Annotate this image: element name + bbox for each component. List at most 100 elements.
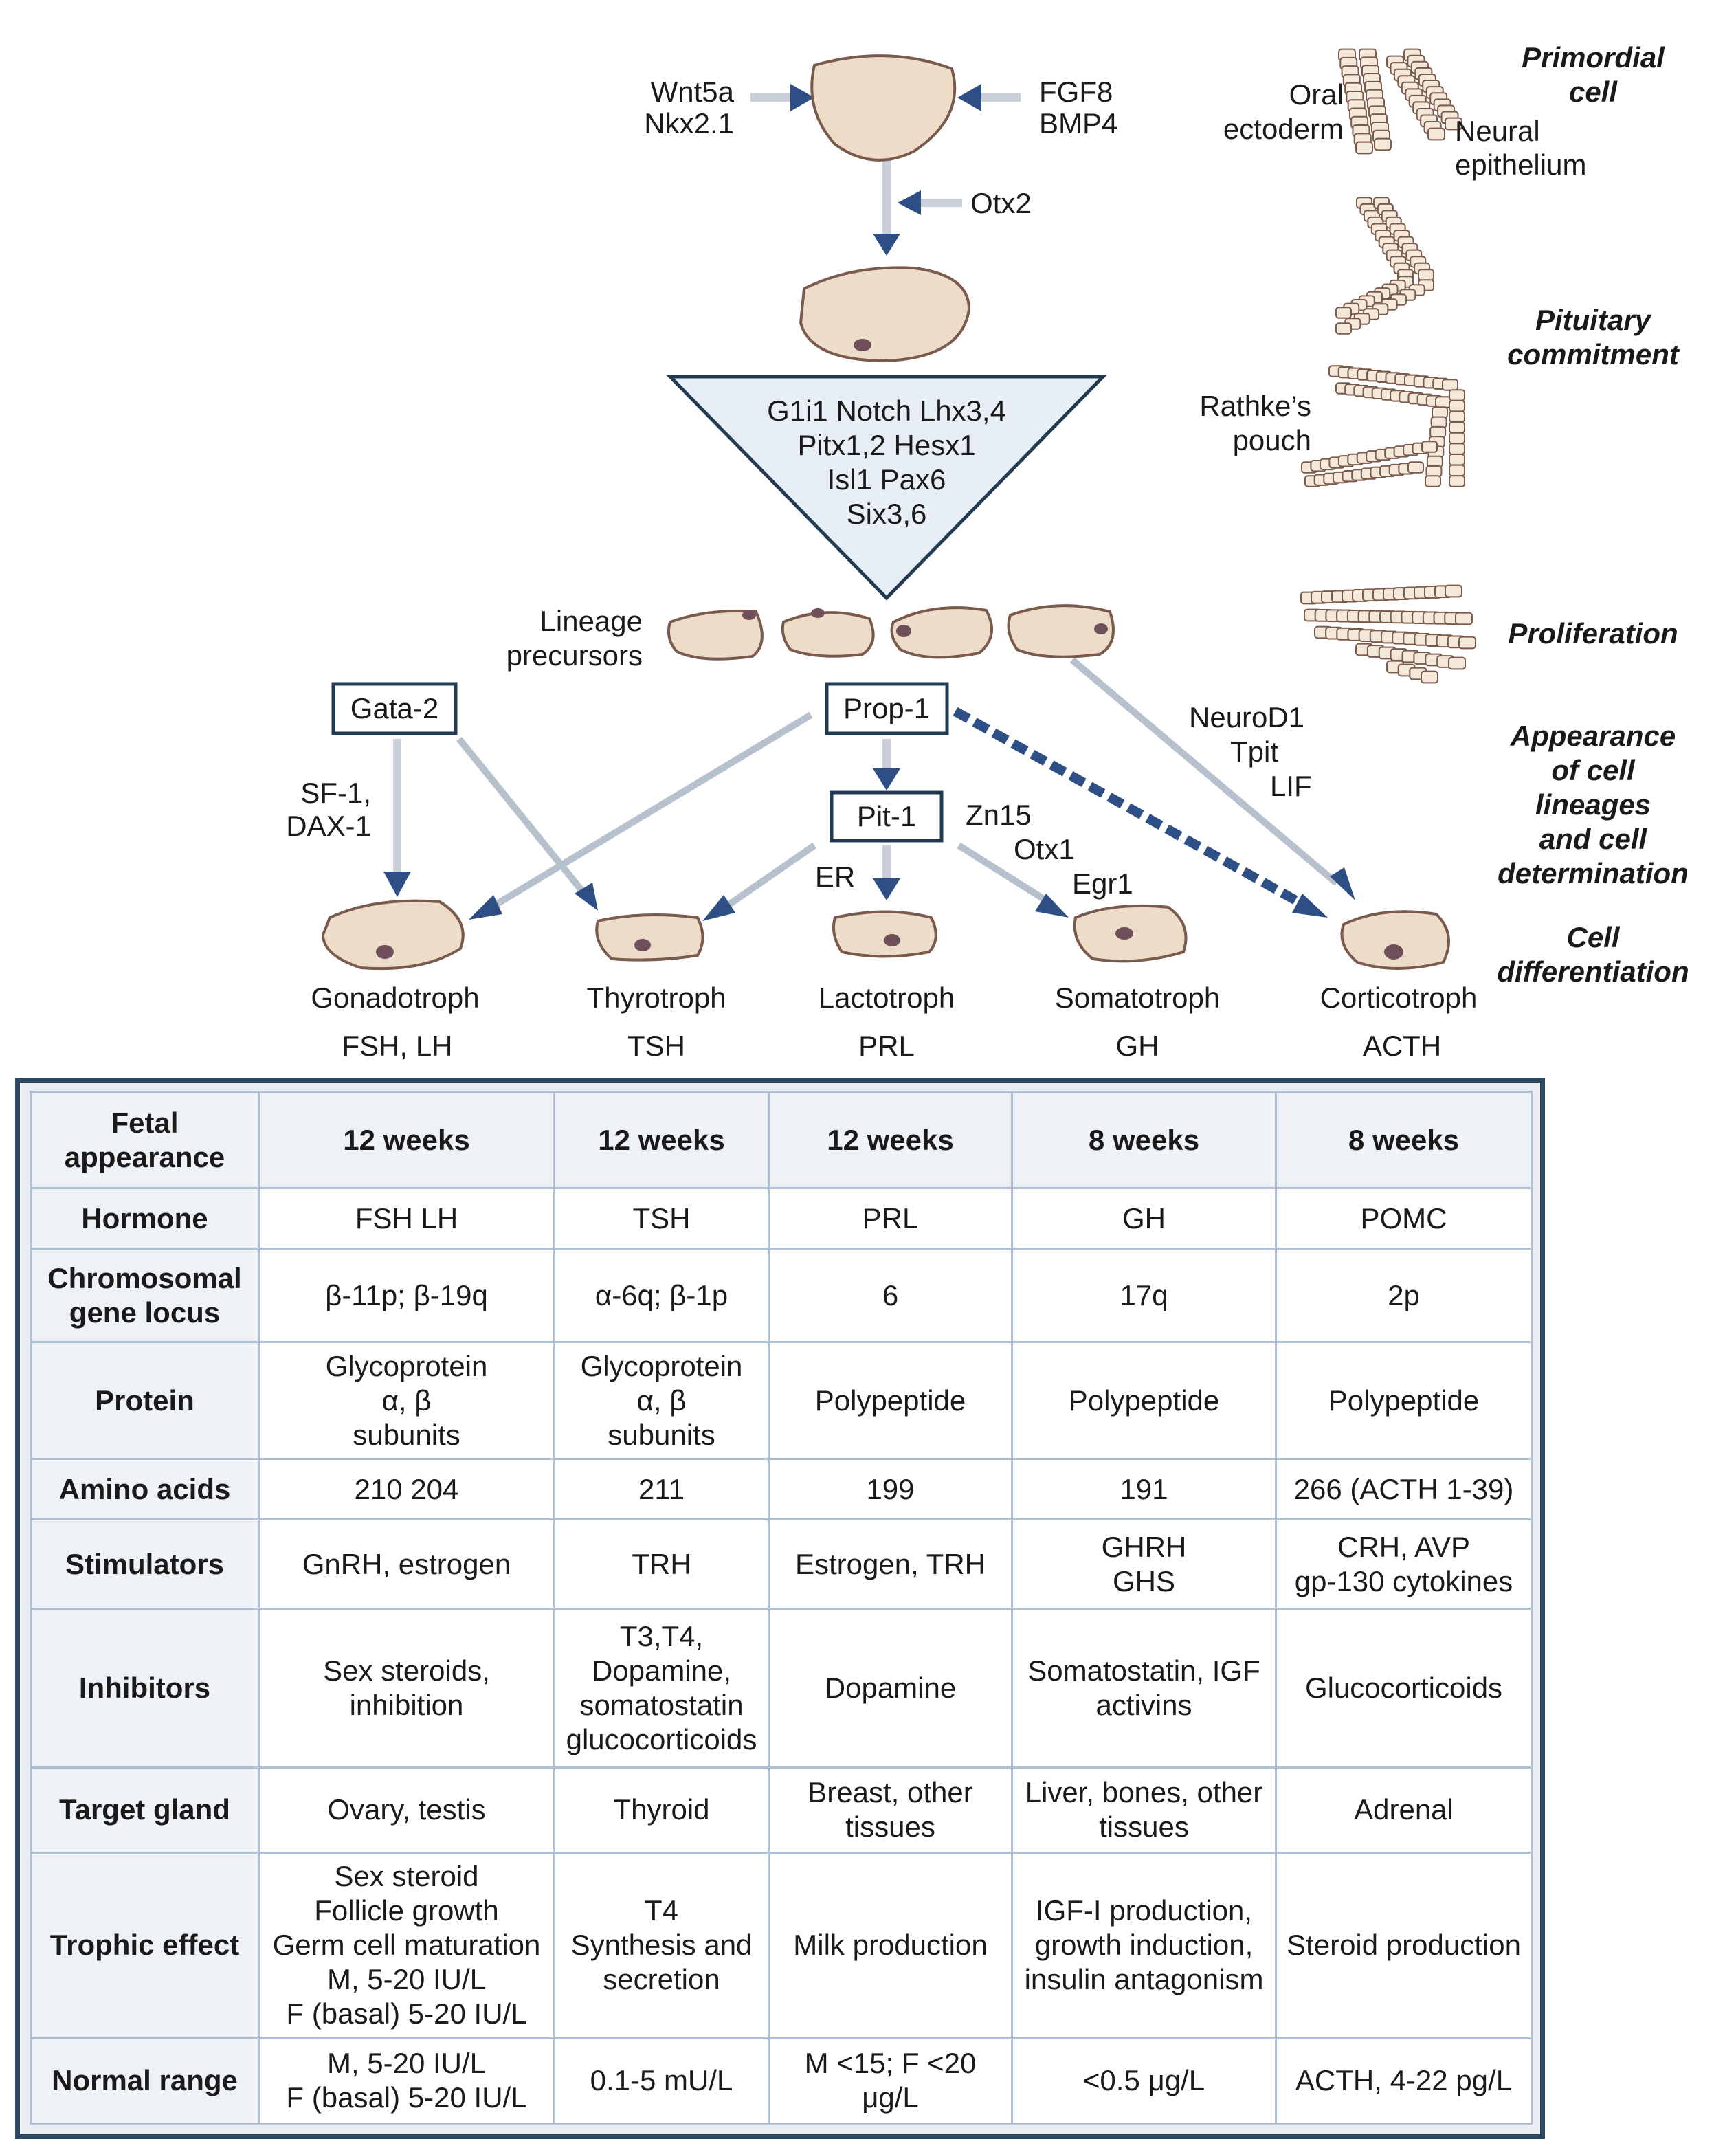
thyrotroph-hormone: TSH (627, 1030, 685, 1062)
arrow-pit1-thyro-head (702, 895, 735, 921)
table-cell: Glycoprotein α, β subunits (258, 1341, 555, 1461)
oral-neural-tissue-illustration (1338, 48, 1462, 155)
arrow-prop1-cortico-head (1292, 894, 1328, 918)
lif-label: LIF (1270, 770, 1312, 802)
arrow-prop1-pit1-head (873, 768, 900, 790)
pituitary-cell-table-frame: Fetal appearance 12 weeks 12 weeks 12 we… (15, 1078, 1545, 2139)
rathke-pouch-label-1: Rathke’s (1199, 390, 1311, 422)
proliferation-tissue-illustration (1300, 584, 1476, 684)
table-cell: α-6q; β-1p (553, 1248, 770, 1344)
arrow-gata2-gonado-head (383, 872, 411, 897)
table-cell: 211 (553, 1458, 770, 1521)
stage-lineage-2: of cell (1551, 754, 1636, 786)
header-col-thyrotroph: 12 weeks (553, 1091, 770, 1189)
table-cell: Liver, bones, other tissues (1011, 1766, 1277, 1854)
table-cell: TSH (553, 1186, 770, 1250)
arrow-primordial-down-head (873, 234, 900, 256)
somatotroph-hormone: GH (1116, 1030, 1159, 1062)
committed-cell (799, 266, 971, 363)
row-header: Trophic effect (30, 1851, 260, 2039)
table-cell: 266 (ACTH 1-39) (1275, 1458, 1533, 1521)
table-header-row: Fetal appearance 12 weeks 12 weeks 12 we… (30, 1091, 1533, 1189)
arrow-prop1-to-gonadotroph (489, 711, 813, 911)
row-header: Normal range (30, 2037, 260, 2125)
header-col-corticotroph: 8 weeks (1275, 1091, 1533, 1189)
arrow-gata2-to-thyrotroph (456, 736, 587, 896)
table-cell: Steroid production (1275, 1851, 1533, 2039)
lineage-precursor-cell-4 (1007, 604, 1115, 658)
stage-commitment-2: commitment (1507, 338, 1680, 370)
neural-epithelium-label-1: Neural (1455, 115, 1540, 147)
table-cell: Dopamine (768, 1608, 1013, 1769)
table-cell: POMC (1275, 1186, 1533, 1250)
arrow-gata2-thyro-head (575, 883, 598, 911)
table-cell: 17q (1011, 1248, 1277, 1344)
pituitary-commitment-tissue-illustration (1335, 197, 1434, 335)
arrow-precursor-to-corticotroph (1069, 657, 1339, 886)
neural-epithelium-label-2: epithelium (1455, 148, 1586, 181)
sf1-label: SF-1, (300, 777, 371, 809)
lineage-precursor-cell-3 (890, 606, 993, 659)
central-cells (321, 54, 1450, 971)
rathke-pouch-label-2: pouch (1233, 424, 1311, 456)
table-cell: Milk production (768, 1851, 1013, 2039)
bmp4-label: BMP4 (1039, 107, 1117, 140)
table-cell: 191 (1011, 1458, 1277, 1521)
triangle-line-4: Six3,6 (847, 498, 927, 530)
table-cell: 2p (1275, 1248, 1533, 1344)
arrow-otx2-head (898, 190, 921, 215)
pituitary-cell-table: Fetal appearance 12 weeks 12 weeks 12 we… (30, 1091, 1533, 2125)
prop1-box: Prop-1 (825, 682, 949, 735)
stage-primordial-2: cell (1569, 76, 1618, 108)
somatotroph-label: Somatotroph (1055, 982, 1220, 1014)
table-cell: Estrogen, TRH (768, 1518, 1013, 1610)
table-cell: 0.1-5 mU/L (553, 2037, 770, 2125)
table-cell: Glucocorticoids (1275, 1608, 1533, 1769)
row-header: Protein (30, 1341, 260, 1461)
table-cell: 6 (768, 1248, 1013, 1344)
triangle-line-3: Isl1 Pax6 (827, 463, 946, 496)
arrow-prop1-gonado-head (469, 895, 502, 920)
somatotroph-cell (1073, 904, 1188, 963)
table-cell: TRH (553, 1518, 770, 1610)
table-cell: Adrenal (1275, 1766, 1533, 1854)
stage-lineage-5: determination (1498, 857, 1689, 889)
row-header: Amino acids (30, 1458, 260, 1521)
gata2-label: Gata-2 (350, 692, 438, 724)
corticotroph-label: Corticotroph (1320, 982, 1478, 1014)
table-cell: PRL (768, 1186, 1013, 1250)
arrow-wnt-head (790, 84, 814, 111)
arrow-prop1-to-corticotroph (953, 707, 1309, 911)
arrow-pit1-somato-head (1035, 894, 1069, 918)
prop1-label: Prop-1 (843, 692, 930, 724)
corticotroph-cell (1340, 910, 1450, 970)
header-col-lactotroph: 12 weeks (768, 1091, 1013, 1189)
table-cell: Somatostatin, IGF activins (1011, 1608, 1277, 1769)
gonadotroph-cell (321, 899, 465, 971)
otx2-label: Otx2 (970, 187, 1032, 219)
lineage-precursor-cell-1 (667, 610, 764, 661)
thyrotroph-label: Thyrotroph (586, 982, 726, 1014)
table-cell: Sex steroid Follicle growth Germ cell ma… (258, 1851, 555, 2039)
triangle-line-1: G1i1 Notch Lhx3,4 (767, 395, 1006, 427)
fgf8-label: FGF8 (1039, 76, 1113, 108)
stage-proliferation: Proliferation (1508, 617, 1678, 650)
stage-differentiation-2: differentiation (1497, 955, 1689, 988)
lactotroph-cell (832, 910, 937, 958)
table-cell: Breast, other tissues (768, 1766, 1013, 1854)
egr1-label: Egr1 (1072, 867, 1133, 900)
stage-lineage-4: and cell (1539, 823, 1648, 855)
table-cell: Sex steroids, inhibition (258, 1608, 555, 1769)
table-cell: IGF-I production, growth induction, insu… (1011, 1851, 1277, 2039)
stage-differentiation-1: Cell (1566, 921, 1620, 953)
arrow-pit1-to-thyrotroph (723, 842, 816, 911)
stage-commitment-1: Pituitary (1535, 304, 1653, 336)
tpit-label: Tpit (1230, 735, 1278, 768)
gonadotroph-label: Gonadotroph (311, 982, 479, 1014)
gonadotroph-hormone: FSH, LH (342, 1030, 452, 1062)
arrow-pit1-to-somatotroph (957, 842, 1054, 907)
row-header: Hormone (30, 1186, 260, 1250)
arrow-precursor-cortico-head (1330, 867, 1355, 900)
lactotroph-hormone: PRL (858, 1030, 915, 1062)
